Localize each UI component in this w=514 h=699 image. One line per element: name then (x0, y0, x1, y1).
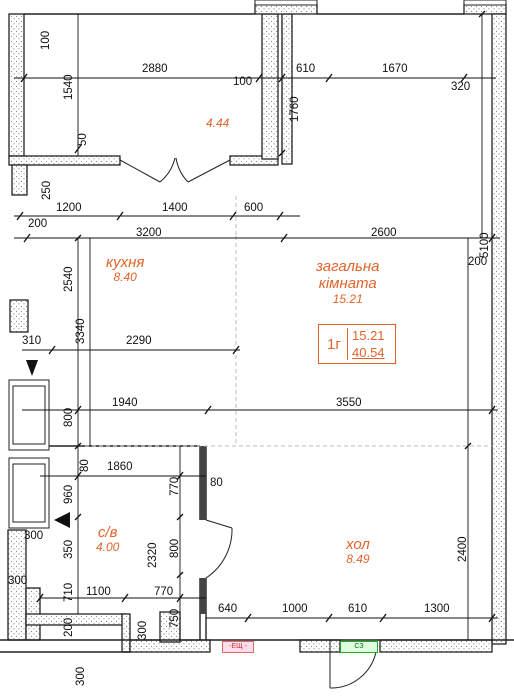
kitchen-name: кухня (106, 254, 145, 271)
balcony-label: 4.44 (206, 116, 230, 131)
dim-200-left: 200 (28, 218, 48, 230)
kitchen-label: кухня 8.40 (106, 254, 144, 285)
balcony-area: 4.44 (206, 116, 230, 130)
dim-200-bottom: 200 (63, 617, 75, 637)
dimension-ticks (16, 10, 496, 623)
dim-2290: 2290 (126, 335, 152, 347)
dim-2880: 2880 (142, 63, 168, 75)
dim-300-c: 300 (137, 620, 149, 640)
hall-area: 8.49 (346, 552, 370, 567)
dim-3550: 3550 (336, 397, 362, 409)
apartment-type: 1г (327, 336, 341, 353)
section-marker-top (26, 360, 38, 376)
dim-250: 250 (41, 180, 53, 200)
walls (7, 3, 507, 653)
bath-partition (200, 446, 206, 520)
dim-100-top: 100 (40, 30, 52, 50)
dim-1670: 1670 (382, 63, 408, 75)
dim-800-mid: 800 (169, 538, 181, 558)
dim-80-right: 80 (210, 477, 223, 489)
dim-50: 50 (77, 133, 89, 146)
dimension-lines (14, 14, 500, 640)
dim-1860: 1860 (107, 461, 133, 473)
dim-770-b: 770 (154, 586, 174, 598)
dim-3340: 3340 (75, 318, 87, 344)
apartment-badge: 1г 15.21 40.54 (318, 324, 396, 364)
dim-1540: 1540 (63, 74, 75, 100)
dim-350: 350 (63, 539, 75, 559)
hall-label: хол 8.49 (346, 536, 370, 567)
living-room-name-1: загальна (316, 258, 380, 275)
living-room-label: загальна кімната 15.21 (316, 258, 380, 306)
dim-200-right: 200 (468, 256, 488, 268)
windows (8, 0, 507, 529)
dim-300-a: 300 (24, 530, 44, 542)
dim-770-a: 770 (169, 476, 181, 496)
doors (119, 157, 377, 689)
dim-1300: 1300 (424, 603, 450, 615)
apartment-living-area: 15.21 (352, 328, 385, 343)
dim-800-left: 800 (63, 407, 75, 427)
hall-name: хол (346, 536, 370, 553)
dim-750: 750 (169, 608, 181, 628)
dim-2400: 2400 (457, 536, 469, 562)
dim-300-b: 300 (8, 575, 28, 587)
living-room-name-2: кімната (318, 275, 377, 293)
dim-80-left: 80 (79, 459, 91, 472)
dim-1100: 1100 (86, 586, 111, 598)
dim-960: 960 (63, 484, 75, 504)
dim-3200: 3200 (136, 227, 162, 239)
dim-5100: 5100 (479, 232, 491, 258)
bathroom-name: с/в (97, 524, 118, 541)
dim-310: 310 (22, 335, 42, 347)
cz-tag: СЗ (340, 641, 378, 653)
dim-1200: 1200 (56, 202, 82, 214)
dim-300-d: 300 (75, 666, 87, 686)
zone-lines (85, 196, 492, 447)
dim-1000: 1000 (282, 603, 308, 615)
dim-320: 320 (451, 81, 471, 93)
dim-100-mid: 100 (233, 76, 253, 88)
dim-2320: 2320 (147, 542, 159, 568)
dim-710: 710 (63, 582, 75, 602)
kitchen-area: 8.40 (113, 270, 137, 285)
dim-2540: 2540 (63, 266, 75, 292)
bathroom-label: с/в 4.00 (96, 524, 119, 555)
apartment-total-area: 40.54 (352, 345, 385, 360)
dim-1760: 1760 (289, 96, 301, 122)
dim-610-top: 610 (296, 63, 316, 75)
section-marker-right (54, 512, 70, 528)
dim-1940: 1940 (112, 397, 138, 409)
bath-partition-low (200, 578, 206, 614)
apartment-badge-divider (347, 328, 348, 360)
meter-tag: -ЕЩ - (222, 641, 254, 653)
dim-610-bottom: 610 (348, 603, 368, 615)
dim-640: 640 (218, 603, 238, 615)
dim-600: 600 (244, 202, 264, 214)
dim-2600: 2600 (371, 227, 397, 239)
dim-1400: 1400 (162, 202, 188, 214)
bathroom-area: 4.00 (96, 540, 120, 555)
living-room-area: 15.21 (332, 291, 363, 306)
